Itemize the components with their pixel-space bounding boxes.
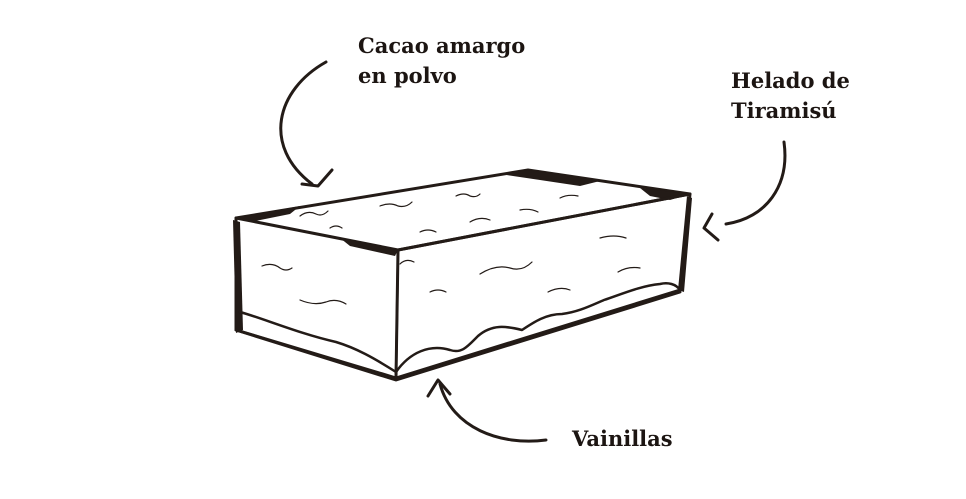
label-cacao-line-2: en polvo xyxy=(358,63,457,88)
arrow-vainillas xyxy=(426,378,548,443)
right-edge xyxy=(678,196,692,292)
arrow-cacao xyxy=(279,60,334,188)
dessert-block xyxy=(233,168,692,382)
label-helado-line-1: Helado de xyxy=(731,68,850,93)
label-vainillas: Vainillas xyxy=(572,424,673,454)
front-left-edge xyxy=(233,220,243,333)
label-helado-tiramisu: Helado de Tiramisú xyxy=(731,66,850,126)
vainillas-layer-right xyxy=(394,282,682,374)
top-front-shading xyxy=(340,238,398,256)
label-cacao-line-1: Cacao amargo xyxy=(358,33,526,58)
label-cacao-amargo: Cacao amargo en polvo xyxy=(358,31,525,91)
label-vainillas-line-1: Vainillas xyxy=(572,426,673,451)
vainillas-layer-front xyxy=(238,310,398,374)
helado-texture xyxy=(261,235,641,305)
top-edge-shading xyxy=(236,206,300,222)
block-base xyxy=(234,290,682,382)
front-corner-edge xyxy=(394,250,400,380)
arrow-helado xyxy=(702,140,787,242)
label-helado-line-2: Tiramisú xyxy=(731,98,837,123)
top-back-shading xyxy=(500,170,600,186)
cocoa-texture xyxy=(299,193,579,233)
